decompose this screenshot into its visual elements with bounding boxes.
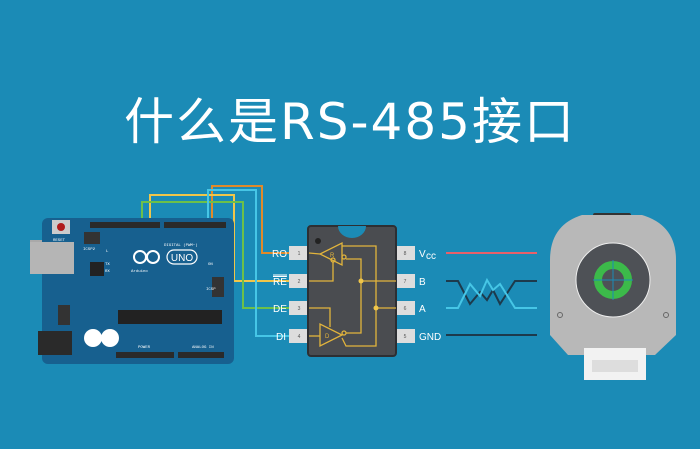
line-a bbox=[446, 277, 537, 309]
svg-text:ICSP: ICSP bbox=[206, 288, 216, 292]
label-ro: RO bbox=[272, 249, 287, 260]
power-jack bbox=[38, 331, 72, 355]
svg-text:5: 5 bbox=[404, 334, 407, 340]
svg-text:Arduino: Arduino bbox=[131, 269, 148, 274]
svg-text:8: 8 bbox=[404, 251, 407, 257]
svg-text:1: 1 bbox=[298, 251, 301, 257]
icsp2-header bbox=[84, 232, 100, 244]
svg-text:ICSP2: ICSP2 bbox=[83, 248, 96, 252]
pin-labels: RO RE DE DI V cc B A GND bbox=[272, 249, 441, 343]
atmega-chip bbox=[118, 310, 222, 324]
power-header bbox=[116, 352, 174, 358]
wires bbox=[141, 185, 290, 337]
svg-text:D: D bbox=[325, 334, 330, 340]
wire-ro bbox=[211, 185, 290, 254]
arduino-board: RESET ICSP2 DIGITAL (PWM~) L TX RX UNO A… bbox=[30, 218, 234, 364]
svg-text:TX: TX bbox=[105, 263, 110, 267]
svg-text:UNO: UNO bbox=[171, 253, 193, 264]
icsp-header bbox=[212, 277, 224, 297]
chip-small bbox=[90, 262, 104, 276]
svg-text:ANALOG IN: ANALOG IN bbox=[192, 346, 214, 350]
label-de: DE bbox=[273, 304, 287, 315]
label-b: B bbox=[419, 277, 426, 288]
svg-text:RX: RX bbox=[105, 270, 110, 274]
svg-text:3: 3 bbox=[298, 306, 301, 312]
label-a: A bbox=[419, 304, 426, 315]
driver-buffer bbox=[319, 322, 344, 348]
page-title: 什么是RS-485接口 bbox=[124, 93, 576, 151]
svg-text:L: L bbox=[106, 250, 109, 254]
line-b bbox=[446, 280, 537, 307]
label-gnd: GND bbox=[419, 332, 441, 343]
svg-text:7: 7 bbox=[404, 279, 407, 285]
svg-text:2: 2 bbox=[298, 279, 301, 285]
digital-header-1 bbox=[90, 222, 160, 228]
svg-text:cc: cc bbox=[426, 251, 436, 262]
svg-text:POWER: POWER bbox=[138, 346, 151, 350]
right-pins: 8 7 6 5 bbox=[395, 246, 415, 343]
label-vcc: V bbox=[419, 249, 426, 260]
encoder bbox=[550, 213, 676, 380]
svg-text:ON: ON bbox=[208, 263, 213, 267]
label-re: RE bbox=[273, 277, 287, 288]
svg-text:R: R bbox=[330, 253, 335, 259]
reset-label: RESET bbox=[53, 239, 66, 243]
analog-header bbox=[178, 352, 224, 358]
internal-traces bbox=[308, 241, 396, 348]
arduino-logo: UNO Arduino bbox=[131, 249, 198, 274]
bus-lines bbox=[446, 252, 537, 336]
rs485-transceiver-chip: 1 2 3 4 8 7 6 5 bbox=[289, 225, 415, 357]
wire-di bbox=[207, 189, 290, 337]
left-pins: 1 2 3 4 bbox=[289, 246, 309, 343]
wire-de bbox=[141, 201, 290, 309]
label-di: DI bbox=[276, 332, 286, 343]
svg-text:4: 4 bbox=[298, 334, 301, 340]
svg-text:DIGITAL (PWM~): DIGITAL (PWM~) bbox=[164, 243, 198, 248]
svg-text:6: 6 bbox=[404, 306, 407, 312]
wire-re bbox=[149, 194, 290, 282]
digital-header-2 bbox=[164, 222, 226, 228]
